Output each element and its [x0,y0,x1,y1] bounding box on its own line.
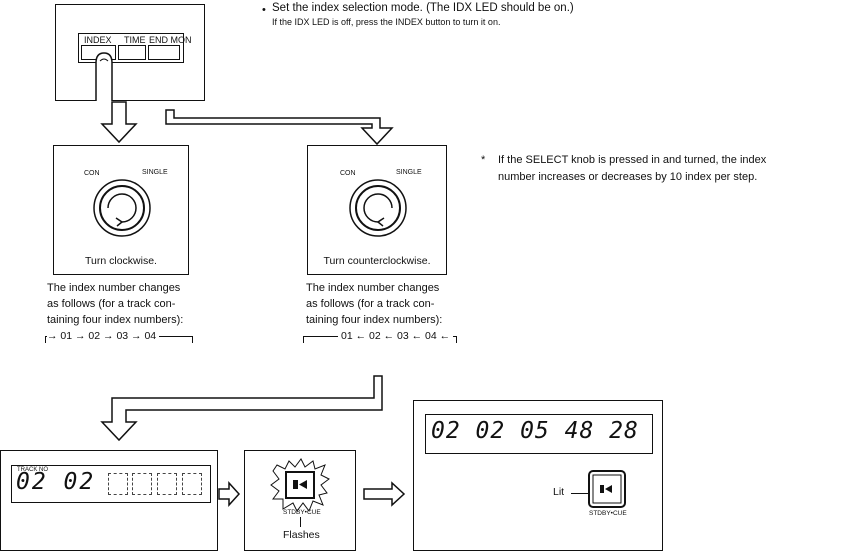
note-line-1: If the SELECT knob is pressed in and tur… [498,154,767,166]
end-mon-button [148,45,180,60]
end-mon-button-label: END MON [149,35,192,45]
blank-digit [132,473,152,495]
description-line-2: as follows (for a track con- [47,298,176,310]
single-label: SINGLE [396,169,422,176]
time-button [118,45,146,60]
track-index-readout: 02 02 [16,469,96,495]
track-display-panel: TRACK NO 02 02 [0,450,218,551]
time-button-label: TIME [124,35,146,45]
con-label: CON [340,170,356,177]
instruction-subline: If the IDX LED is off, press the INDEX b… [272,17,501,27]
finger-icon [95,52,113,101]
lit-button-icon [588,470,626,508]
bullet-dot: • [262,4,266,16]
con-label: CON [84,170,100,177]
down-arrow-icon [100,101,138,144]
knob-caption: Turn counterclockwise. [323,255,431,267]
lcd-window [425,414,653,454]
counterclockwise-knob-panel: CON SINGLE Turn counterclockwise. [307,145,447,275]
select-knob-icon [93,179,151,237]
stdby-cue-label: STDBY•CUE [283,509,321,516]
right-arrow-icon [218,481,241,507]
flashes-label: Flashes [283,529,320,541]
description-line-2: as follows (for a track con- [306,298,435,310]
stdby-cue-flash-panel: STDBY•CUE Flashes [244,450,356,551]
lit-label: Lit [553,486,565,498]
description-line-1: The index number changes [306,282,440,294]
instruction-line: Set the index selection mode. (The IDX L… [272,2,574,14]
lit-leader-line [571,493,589,494]
blank-digit [108,473,128,495]
index-sequence: 01 ← 02 ← 03 ← 04 ← [338,330,454,342]
index-sequence: → 01 → 02 → 03 → 04 [47,330,160,342]
description-line-1: The index number changes [47,282,181,294]
button-panel-illustration: INDEX TIME END MON [55,4,205,101]
lcd-window [11,465,211,503]
stdby-cue-label: STDBY•CUE [589,510,627,517]
track-label: TRACK NO [17,467,49,473]
button-strip [78,33,184,63]
right-arrow-icon [363,481,406,507]
note-marker: * [481,154,486,166]
flashing-burst-icon [270,458,330,513]
merge-arrow-icon [100,375,383,442]
note-line-2: number increases or decreases by 10 inde… [498,171,758,183]
branch-arrow-icon [165,109,394,146]
time-readout: 02 02 05 48 28 [431,418,639,444]
clockwise-knob-panel: CON SINGLE Turn clockwise. [53,145,189,275]
select-knob-icon [349,179,407,237]
description-line-3: taining four index numbers): [306,314,443,326]
blank-digit [182,473,202,495]
single-label: SINGLE [142,169,168,176]
result-display-panel: 02 02 05 48 28 Lit STDBY•CUE [413,400,663,551]
blank-digit [157,473,177,495]
knob-caption: Turn clockwise. [85,255,157,267]
description-line-3: taining four index numbers): [47,314,184,326]
index-button-label: INDEX [84,35,112,45]
indicator-line [300,517,301,527]
